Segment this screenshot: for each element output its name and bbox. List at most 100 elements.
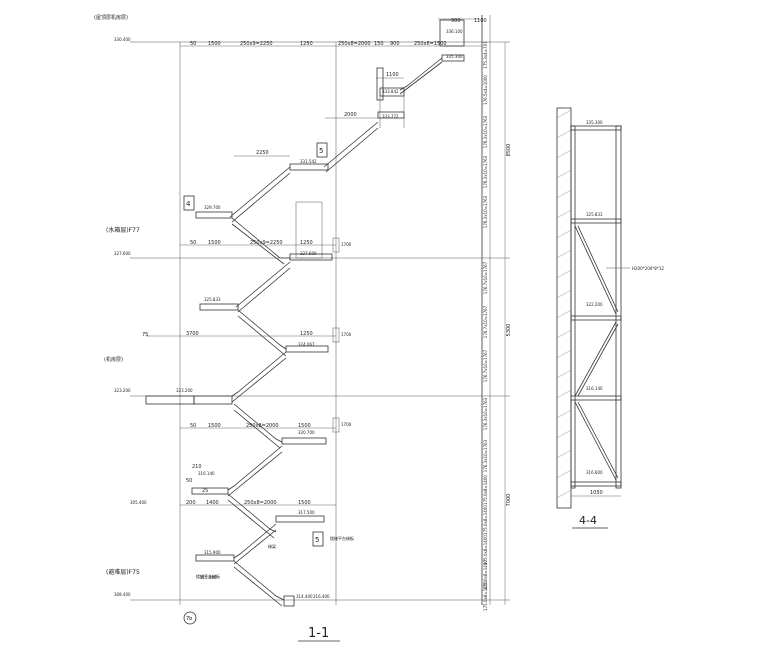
brace-3a xyxy=(574,401,617,481)
side-dim-7: 176.7x10=1767 xyxy=(483,349,488,382)
elev-mid-e: 324.067 xyxy=(298,342,315,347)
level-label-machine: (机房层) xyxy=(104,356,123,363)
elev-lower-landing: 305.400 xyxy=(130,500,147,505)
mid-dim-1250: 1250 xyxy=(300,331,313,337)
mid-dim-a-0: 50 xyxy=(190,240,196,246)
side-total-2: 7000 xyxy=(506,494,512,507)
side-dim-11: 175.0x8=1400 xyxy=(483,505,488,535)
box-4 xyxy=(183,195,195,211)
column-left-4-4 xyxy=(570,125,576,489)
landing-j xyxy=(195,554,235,562)
wall-4-4 xyxy=(556,107,572,509)
elev-water-tank: 327.600 xyxy=(114,251,131,256)
brace-1b xyxy=(577,225,619,313)
side-dim-5: 176.7x10=1767 xyxy=(483,261,488,294)
landing-h xyxy=(191,487,229,495)
level-label-water-tank: (水箱层)F77 xyxy=(106,226,140,234)
dim-1700-upper: 1700 xyxy=(341,242,352,247)
small-dim-210: 210 xyxy=(192,464,202,470)
dim-1700-box-mid xyxy=(332,327,340,343)
elev-roof-c: 333.842 xyxy=(382,89,399,94)
axis-label: 7b xyxy=(186,616,192,622)
box-label-5-lower: 5 xyxy=(315,536,319,544)
low-dim-a-2: 250x8=2000 xyxy=(246,423,279,429)
brace-1a xyxy=(574,225,617,315)
flight-i xyxy=(227,493,277,533)
elev-base-right: 316.400 xyxy=(313,594,330,599)
low-dim-b-1: 1400 xyxy=(206,500,219,506)
note-beam: 梯梁 xyxy=(268,543,276,549)
elev-mid-c: 327.600 xyxy=(300,251,317,256)
elev-refuge: 315.900 xyxy=(200,575,217,580)
axis-bubble xyxy=(183,611,197,625)
flight-j xyxy=(233,523,277,559)
brace-2b xyxy=(577,323,619,397)
flight-k xyxy=(233,560,285,601)
box-label-5-upper: 5 xyxy=(319,147,323,155)
side-dims-right: 175.3x4=701 176.5x4=1000 176.3x10=1763 1… xyxy=(483,41,512,611)
flight-e xyxy=(237,309,287,350)
side-dim-12: 175.0x8=1400 xyxy=(483,535,488,565)
low-dim-a-1: 1500 xyxy=(208,423,221,429)
top-dim-2: 250x9=2250 xyxy=(240,41,273,47)
dim-1700-box-low xyxy=(332,417,340,433)
elev-base: 308.400 xyxy=(114,592,131,597)
box-5-lower xyxy=(312,531,324,547)
flight-h xyxy=(227,445,283,491)
flight-b xyxy=(229,166,291,218)
top-dim-5: 150 xyxy=(374,41,384,47)
low-dim-b-2: 250x8=2000 xyxy=(244,500,277,506)
landing-water-tank xyxy=(289,253,333,261)
top-dim-3: 1250 xyxy=(300,41,313,47)
side-total-0: 8500 xyxy=(506,144,512,157)
flight-c-soffit xyxy=(231,223,285,265)
note-landing-lower: 楼梯平台梯板 xyxy=(330,535,354,541)
flight-d xyxy=(235,261,291,308)
beam-2 xyxy=(570,218,622,224)
small-dim-50: 50 xyxy=(186,478,192,484)
elev-low-e: 314.400 xyxy=(296,594,313,599)
side-dim-6: 176.7x10=1767 xyxy=(483,305,488,338)
side-total-1: 5300 xyxy=(506,324,512,337)
elev-roof-d: 333.772 xyxy=(382,114,399,119)
beam-4 xyxy=(570,395,622,401)
side-dim-13: 175.0x8=1400 xyxy=(483,560,488,590)
flight-roof xyxy=(399,57,443,91)
flight-f-soffit xyxy=(231,357,287,403)
elev-4-4-0: 335.300 xyxy=(586,120,603,125)
column-right-4-4 xyxy=(615,125,622,489)
low-dim-b-0: 200 xyxy=(186,500,196,506)
beam-1 xyxy=(570,125,622,131)
elev-mid-a: 331.542 xyxy=(300,159,317,164)
elev-4-4-2: 322.200 xyxy=(586,302,603,307)
flight-roof-soffit xyxy=(399,61,443,95)
base-block xyxy=(283,595,295,607)
side-dim-1: 176.5x4=1000 xyxy=(483,75,488,105)
flight-g-soffit xyxy=(233,409,281,449)
flight-j-soffit xyxy=(233,529,277,565)
elev-top-left: 330.400 xyxy=(114,37,131,42)
low-dim-a-0: 50 xyxy=(190,423,196,429)
box-label-4: 4 xyxy=(186,200,191,208)
elev-low-c: 317.500 xyxy=(298,510,315,515)
dim-1050: 1050 xyxy=(590,490,603,496)
low-dim-b-3: 1500 xyxy=(298,500,311,506)
elev-machine-landing: 323.200 xyxy=(176,388,193,393)
elev-machine: 323.200 xyxy=(114,388,131,393)
flight-e-soffit xyxy=(237,315,287,357)
flight-d-soffit xyxy=(237,267,291,313)
landing-e xyxy=(285,345,329,353)
brace-3b xyxy=(577,401,619,479)
landing-d xyxy=(199,303,239,311)
top-dim-0: 50 xyxy=(190,41,196,47)
level-label-top: (屋顶层机房层) xyxy=(94,14,128,21)
elev-mid-d: 325.833 xyxy=(204,297,221,302)
elev-4-4-4: 316.600 xyxy=(586,470,603,475)
bracing-label: H200*200*8*12 xyxy=(632,266,664,271)
section-title-4-4: 4-4 xyxy=(579,514,597,527)
roof-dim-900: 900 xyxy=(451,18,461,24)
landing-g xyxy=(281,437,327,445)
mid-dim-a-2: 250x9=2250 xyxy=(250,240,283,246)
top-dim-7: 250x6=1500 xyxy=(414,41,447,47)
level-label-refuge: (避难层)F75 xyxy=(106,568,140,576)
